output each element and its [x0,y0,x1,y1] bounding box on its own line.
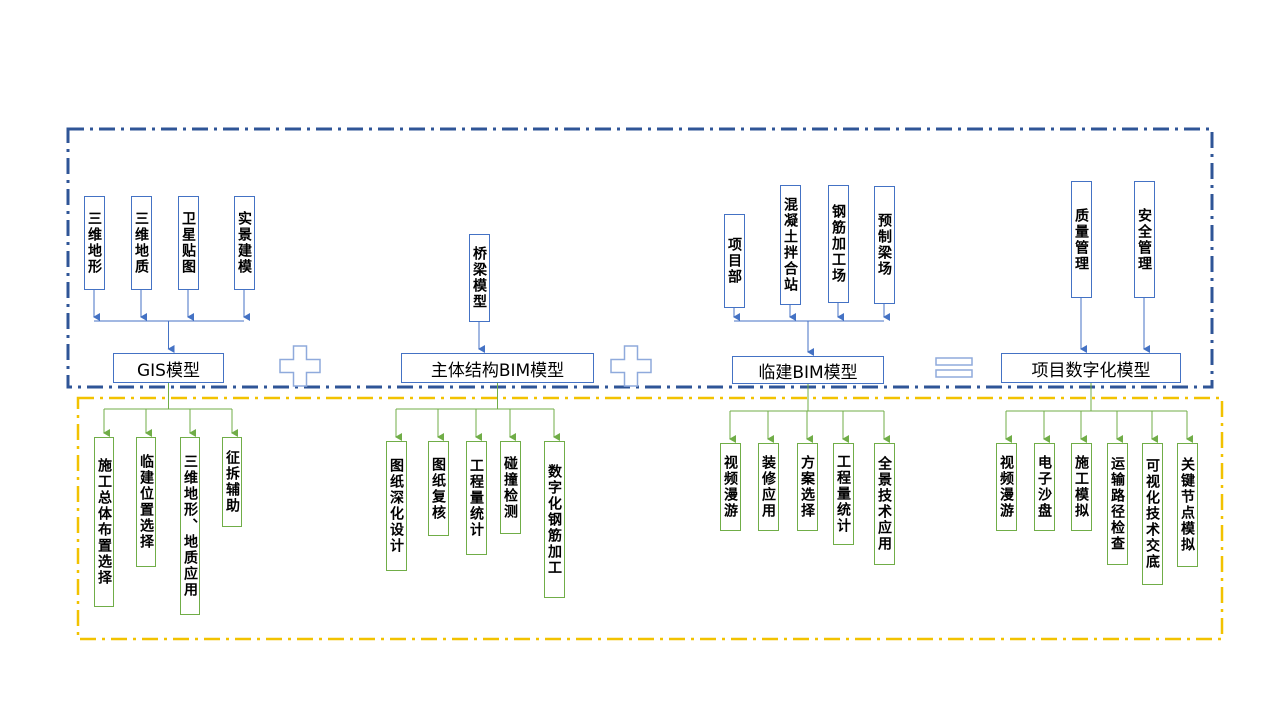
main-model-box-4: 项目数字化模型 [1001,353,1181,383]
plus-operator-1 [279,345,321,387]
output-box-1-4-label: 征拆辅助 [224,450,240,514]
input-box-4-1-label: 质量管理 [1073,207,1089,272]
input-box-3-1: 项目部 [723,214,745,308]
output-box-2-3: 工程量统计 [465,441,487,555]
main-model-box-3-label: 临建BIM模型 [758,362,858,383]
main-model-box-1-label: GIS模型 [137,360,200,381]
output-box-3-1-label: 视频漫游 [722,455,738,519]
output-box-4-1-label: 视频漫游 [998,455,1014,519]
input-box-1-1: 三维地形 [83,196,105,290]
main-model-box-4-label: 项目数字化模型 [1031,360,1151,381]
output-box-4-4: 运输路径检查 [1106,443,1128,565]
output-box-4-5: 可视化技术交底 [1141,443,1163,585]
main-model-box-2-label: 主体结构BIM模型 [430,360,565,381]
output-box-3-3-label: 方案选择 [799,455,815,519]
input-box-2-1-label: 桥梁模型 [471,246,487,310]
output-box-1-2: 临建位置选择 [136,437,156,567]
output-box-4-1: 视频漫游 [995,443,1017,531]
input-box-3-1-label: 项目部 [726,237,742,285]
output-box-4-2: 电子沙盘 [1033,443,1055,531]
output-box-2-4-label: 碰撞检测 [502,455,518,520]
main-model-box-1: GIS模型 [113,353,224,383]
output-box-3-4-label: 工程量统计 [835,454,851,534]
output-box-3-2: 装修应用 [757,443,779,531]
output-box-3-3: 方案选择 [796,443,818,531]
input-box-1-2: 三维地质 [130,196,152,290]
input-box-1-4-label: 实景建模 [236,211,252,275]
output-box-2-2: 图纸复核 [427,441,449,536]
equals-operator-top [935,357,973,366]
input-box-3-4: 预制梁场 [873,186,895,304]
output-box-1-3: 三维地形、地质应用 [180,437,200,615]
output-box-4-5-label: 可视化技术交底 [1144,458,1160,570]
input-box-3-3: 钢筋加工场 [827,185,849,303]
output-box-4-3: 施工模拟 [1070,443,1092,531]
input-box-1-4: 实景建模 [233,196,255,290]
output-box-3-5: 全景技术应用 [873,443,895,565]
top-dashdot-frame [66,127,1214,389]
input-box-3-2: 混凝土拌合站 [779,185,801,305]
input-box-3-3-label: 钢筋加工场 [830,204,846,284]
output-box-4-3-label: 施工模拟 [1073,455,1089,519]
output-box-2-4: 碰撞检测 [499,441,521,534]
output-box-1-3-label: 三维地形、地质应用 [182,454,198,598]
output-box-2-2-label: 图纸复核 [430,456,446,521]
output-box-3-5-label: 全景技术应用 [876,456,892,552]
output-box-3-1: 视频漫游 [719,443,741,531]
output-box-1-1-label: 施工总体布置选择 [96,458,112,586]
output-box-4-4-label: 运输路径检查 [1109,456,1125,552]
input-box-1-3-label: 卫星贴图 [180,211,196,275]
output-box-4-6-label: 关键节点模拟 [1179,457,1195,553]
output-box-4-2-label: 电子沙盘 [1036,455,1052,519]
input-box-4-2: 安全管理 [1133,181,1155,298]
input-box-1-3: 卫星贴图 [177,196,199,290]
input-box-3-4-label: 预制梁场 [876,213,892,277]
input-box-4-1: 质量管理 [1070,181,1092,298]
output-box-3-2-label: 装修应用 [760,455,776,519]
input-box-4-2-label: 安全管理 [1136,207,1152,272]
output-box-2-5: 数字化钢筋加工 [543,441,565,598]
plus-operator-2 [610,345,652,387]
output-box-2-3-label: 工程量统计 [468,458,484,538]
input-box-2-1: 桥梁模型 [468,234,490,322]
output-box-2-1-label: 图纸深化设计 [388,458,404,554]
output-box-2-5-label: 数字化钢筋加工 [546,463,562,576]
main-model-box-3: 临建BIM模型 [732,356,884,384]
input-box-3-2-label: 混凝土拌合站 [782,197,798,293]
output-box-1-2-label: 临建位置选择 [138,454,154,550]
output-box-1-4: 征拆辅助 [222,437,242,527]
output-box-1-1: 施工总体布置选择 [94,437,114,607]
output-box-2-1: 图纸深化设计 [385,441,407,571]
output-box-4-6: 关键节点模拟 [1176,443,1198,567]
input-box-1-2-label: 三维地质 [133,211,149,275]
input-box-1-1-label: 三维地形 [86,211,102,275]
bottom-dashdot-frame [76,396,1224,641]
output-box-3-4: 工程量统计 [832,443,854,545]
main-model-box-2: 主体结构BIM模型 [401,353,594,383]
equals-operator-bottom [935,369,973,378]
